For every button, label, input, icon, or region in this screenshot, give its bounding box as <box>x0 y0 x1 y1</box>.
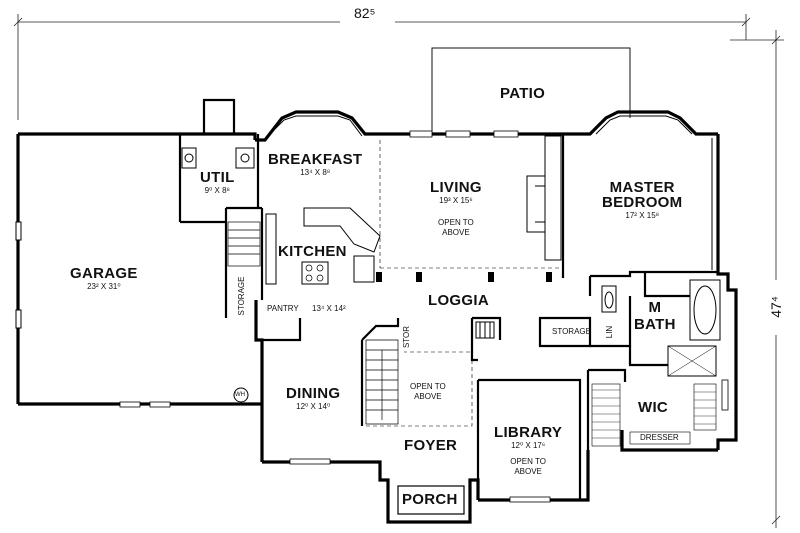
label-storage-main: STORAGE <box>237 276 246 316</box>
room-dining-size: 12⁰ X 14⁰ <box>296 402 331 411</box>
room-living-name: LIVING <box>430 179 482 196</box>
room-library-size: 12⁰ X 17⁶ <box>511 441 546 450</box>
room-garage-size: 23² X 31⁰ <box>87 282 121 291</box>
room-kitchen-size: 13⁴ X 14² <box>312 304 346 313</box>
room-library-name: LIBRARY <box>494 424 563 441</box>
room-loggia-name: LOGGIA <box>428 292 489 309</box>
master-bay <box>595 115 713 270</box>
exterior-windows <box>119 379 729 503</box>
room-garage-name: GARAGE <box>70 265 138 282</box>
room-kitchen-name: KITCHEN <box>278 243 347 260</box>
util-appliances <box>181 147 255 169</box>
living-windows <box>409 130 519 138</box>
fireplace <box>526 135 562 261</box>
water-heater-symbol <box>233 387 249 403</box>
room-master-bath: M BATH <box>634 300 676 332</box>
wic-shelving <box>591 383 717 447</box>
room-patio-name: PATIO <box>500 85 546 102</box>
room-loggia: LOGGIA <box>428 293 489 308</box>
room-master-bedroom-name-1: MASTER <box>609 179 675 196</box>
room-dining: DINING 12⁰ X 14⁰ <box>286 386 340 411</box>
bath-fixtures <box>601 279 721 377</box>
label-dresser: DRESSER <box>640 433 679 442</box>
service-stairs <box>227 221 261 267</box>
overall-width-dimension <box>13 14 751 120</box>
garage-door-gaps <box>15 221 22 329</box>
kitchen-counters <box>265 207 381 285</box>
room-patio: PATIO <box>500 86 545 101</box>
room-master-bedroom: MASTER BEDROOM 17² X 15⁸ <box>602 180 682 220</box>
room-foyer-name: FOYER <box>404 437 458 454</box>
foyer-open-dashed <box>366 351 473 427</box>
cooktop-burners <box>305 264 324 282</box>
room-master-bedroom-size: 17² X 15⁸ <box>625 211 660 220</box>
room-library: LIBRARY 12⁰ X 17⁶ OPEN TO ABOVE <box>494 425 562 476</box>
room-living-size: 19³ X 15⁶ <box>439 196 473 205</box>
room-breakfast-name: BREAKFAST <box>268 151 363 168</box>
room-foyer-note-2: ABOVE <box>414 392 442 401</box>
breakfast-bay <box>267 115 363 137</box>
label-storage-bath: STORAGE <box>552 327 591 336</box>
room-master-bedroom-name-2: BEDROOM <box>602 194 683 211</box>
overall-depth-label: 47⁴ <box>768 296 784 318</box>
living-columns <box>376 272 552 282</box>
room-dining-name: DINING <box>286 385 341 402</box>
room-util-name: UTIL <box>200 169 235 186</box>
loggia-pillars <box>475 321 495 339</box>
room-master-bath-name-2: BATH <box>634 316 676 333</box>
room-wic-name: WIC <box>638 399 669 416</box>
room-library-note-2: ABOVE <box>514 467 542 476</box>
room-util-size: 9⁰ X 8⁸ <box>204 186 230 195</box>
patio-outline <box>431 47 631 134</box>
room-foyer: FOYER <box>404 438 457 453</box>
main-stairs <box>365 339 399 425</box>
room-util: UTIL 9⁰ X 8⁸ <box>200 170 235 195</box>
room-foyer-note: OPEN TO ABOVE <box>410 381 446 401</box>
label-linen: LIN <box>605 325 614 339</box>
porch-box <box>397 485 465 515</box>
room-porch: PORCH <box>402 492 458 507</box>
room-foyer-note-1: OPEN TO <box>410 382 446 391</box>
room-breakfast: BREAKFAST 13⁴ X 8⁸ <box>268 152 362 177</box>
room-garage: GARAGE 23² X 31⁰ <box>70 266 138 291</box>
room-living-note-1: OPEN TO <box>438 218 474 227</box>
exterior-walls <box>16 110 738 524</box>
room-porch-name: PORCH <box>402 491 458 508</box>
room-library-note-1: OPEN TO <box>510 457 546 466</box>
room-breakfast-size: 13⁴ X 8⁸ <box>300 168 331 177</box>
room-living: LIVING 19³ X 15⁶ OPEN TO ABOVE <box>430 180 482 237</box>
room-living-note-2: ABOVE <box>442 228 470 237</box>
overall-width-label: 82⁵ <box>354 5 376 21</box>
room-master-bath-name-1: M <box>648 299 662 316</box>
label-storage-stair: STOR <box>402 325 411 349</box>
label-pantry: PANTRY <box>267 304 299 313</box>
room-wic: WIC <box>638 400 668 415</box>
overall-depth-dimension <box>730 30 784 528</box>
room-kitchen: KITCHEN <box>278 244 347 259</box>
label-water-heater: WH <box>235 392 245 398</box>
